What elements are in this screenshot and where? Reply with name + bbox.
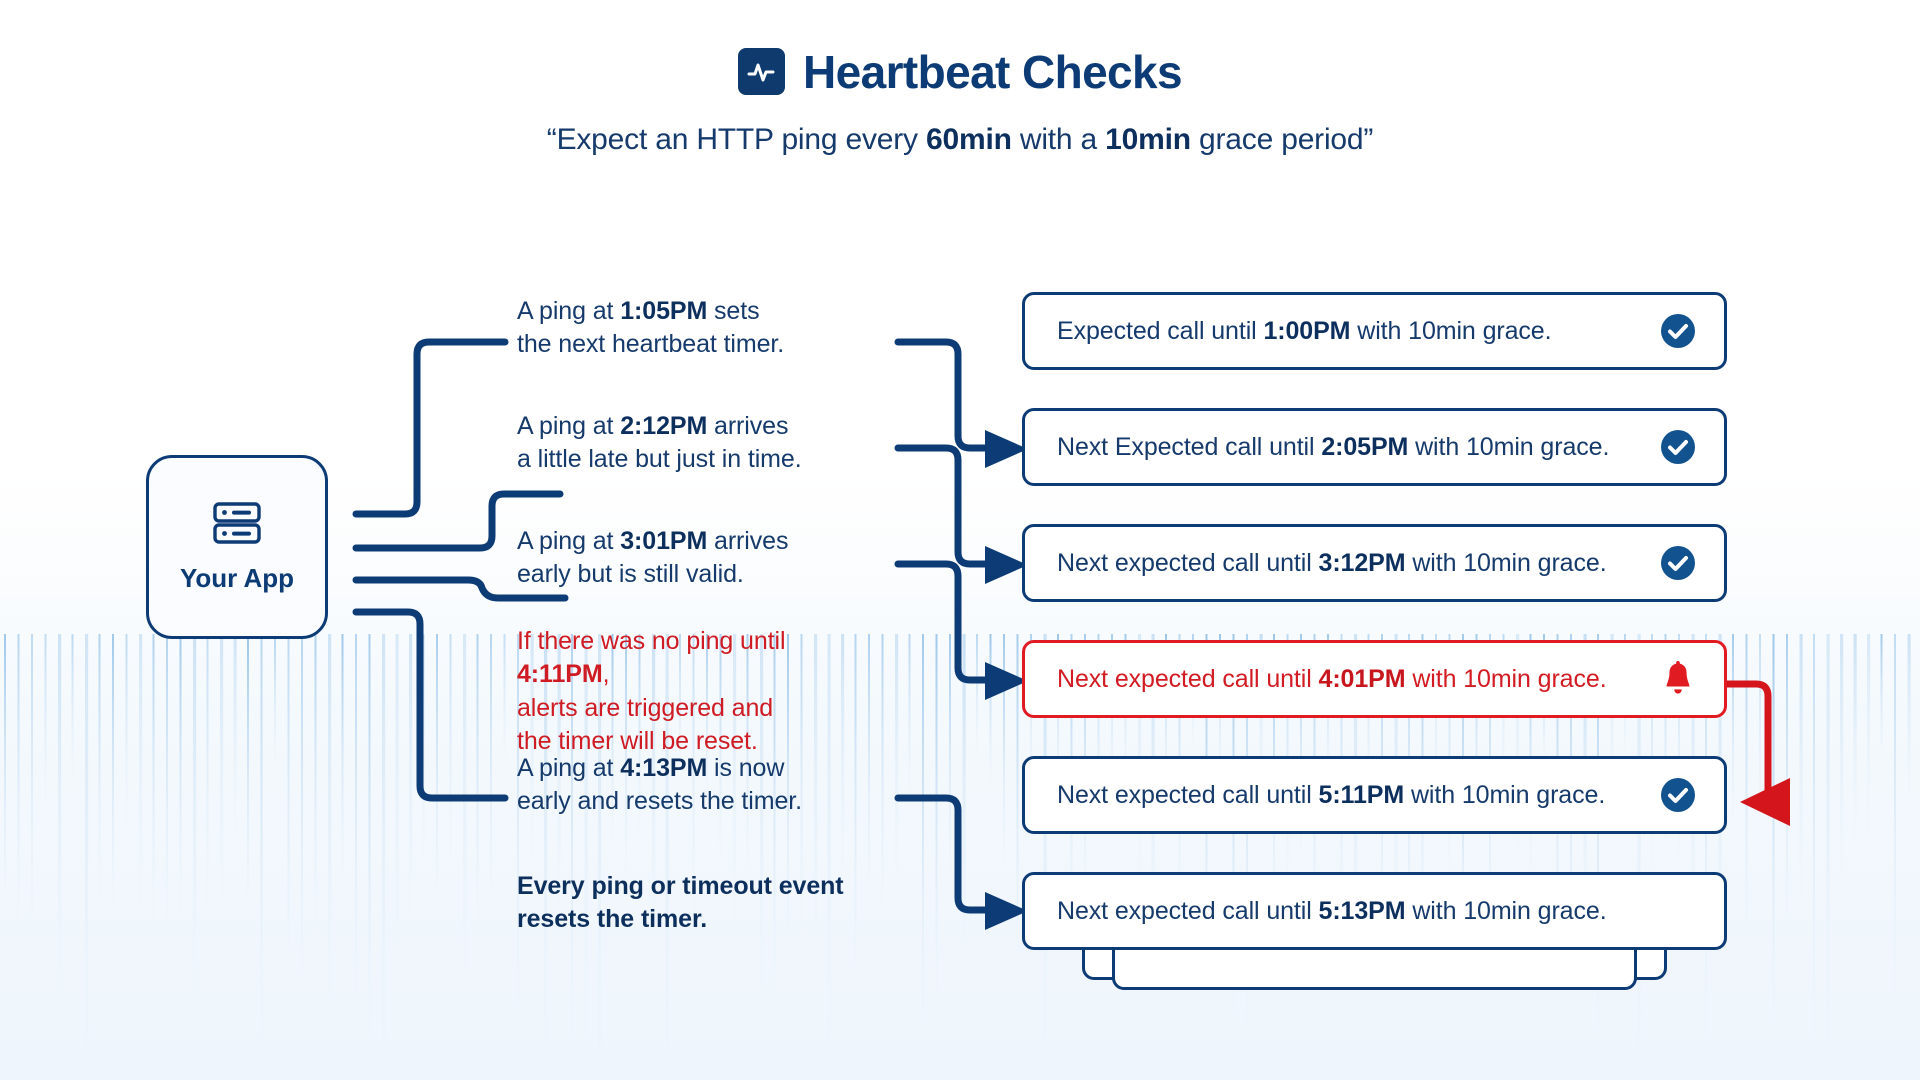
page-title: Heartbeat Checks — [802, 45, 1183, 98]
bell-icon — [1660, 661, 1696, 697]
check-badge-icon — [1660, 545, 1696, 581]
card-text: Next Expected call until 2:05PM with 10m… — [1057, 432, 1610, 461]
card-expected-1[interactable]: Expected call until 1:00PM with 10min gr… — [1022, 292, 1727, 370]
card-expected-3[interactable]: Next expected call until 3:12PM with 10m… — [1022, 524, 1727, 602]
your-app-node[interactable]: Your App — [146, 455, 328, 639]
step-text-1: A ping at 1:05PM sets the next heartbeat… — [517, 297, 785, 359]
page-header: Heartbeat Checks “Expect an HTTP ping ev… — [0, 0, 1920, 157]
check-badge-icon — [1660, 313, 1696, 349]
step-text-5: A ping at 4:13PM is now early and resets… — [517, 754, 802, 816]
card-expected-6[interactable]: Next expected call until 5:13PM with 10m… — [1022, 872, 1727, 950]
card-text: Next expected call until 5:11PM with 10m… — [1057, 780, 1606, 809]
server-icon — [211, 500, 263, 551]
step-text-3: A ping at 3:01PM arrives early but is st… — [517, 527, 789, 589]
title-row: Heartbeat Checks — [0, 0, 1920, 95]
your-app-label: Your App — [179, 563, 295, 593]
step-text-4-alert: If there was no ping until 4:11PM, alert… — [517, 627, 786, 755]
card-expected-2[interactable]: Next Expected call until 2:05PM with 10m… — [1022, 408, 1727, 486]
card-text: Expected call until 1:00PM with 10min gr… — [1057, 316, 1552, 345]
pulse-icon — [737, 48, 785, 95]
card-expected-5[interactable]: Next expected call until 5:11PM with 10m… — [1022, 756, 1727, 834]
step-text-2: A ping at 2:12PM arrives a little late b… — [517, 412, 802, 474]
card-text: Next expected call until 3:12PM with 10m… — [1057, 548, 1607, 577]
page-subtitle: “Expect an HTTP ping every 60min with a … — [546, 123, 1374, 156]
card-alert-4[interactable]: Next expected call until 4:01PM with 10m… — [1022, 640, 1727, 718]
card-text: Next expected call until 5:13PM with 10m… — [1057, 896, 1607, 925]
step-text-6: Every ping or timeout event resets the t… — [517, 872, 844, 934]
check-badge-icon — [1660, 429, 1696, 465]
card-text: Next expected call until 4:01PM with 10m… — [1057, 664, 1607, 693]
check-badge-icon — [1660, 777, 1696, 813]
